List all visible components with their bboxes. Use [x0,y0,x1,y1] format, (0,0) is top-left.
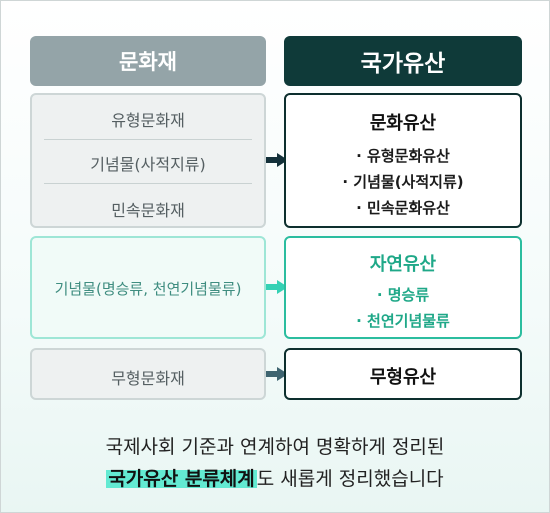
divider [44,139,252,140]
right-item-natural-monument: · 천연기념물류 [356,312,450,330]
right-item-scenic: · 명승류 [376,286,430,304]
header-national-heritage: 국가유산 [284,36,522,86]
caption-highlight: 국가유산 분류체계 [106,468,257,490]
arrow-right-icon [266,367,288,381]
caption-line2-rest: 도 새롭게 정리했습니다 [256,468,444,490]
right-title-natural-heritage: 자연유산 [369,254,437,275]
left-box-group2: 기념물(명승류, 천연기념물류) [30,236,266,339]
header-cultural-property: 문화재 [30,36,266,86]
left-item-monument: 기념물(사적지류) [90,155,206,174]
header-cultural-property-label: 문화재 [119,50,177,74]
left-item-natural-monument: 기념물(명승류, 천연기념물류) [54,280,242,298]
right-box-intangible-heritage: 무형유산 [284,348,522,400]
right-box-cultural-heritage: 문화유산 · 유형문화유산 · 기념물(사적지류) · 민속문화유산 [284,93,522,228]
left-box-group3: 무형문화재 [30,348,266,400]
header-national-heritage-label: 국가유산 [360,51,446,77]
left-item-tangible: 유형문화재 [111,111,185,130]
caption-line1: 국제사회 기준과 연계하여 명확하게 정리된 [105,436,445,458]
right-item-monument: · 기념물(사적지류) [342,173,464,191]
right-item-folk: · 민속문화유산 [356,199,450,217]
arrow-right-icon [266,153,288,167]
right-title-intangible-heritage: 무형유산 [369,367,437,388]
left-box-group1: 유형문화재 기념물(사적지류) 민속문화재 [30,93,266,228]
right-box-natural-heritage: 자연유산 · 명승류 · 천연기념물류 [284,236,522,339]
divider [44,183,252,184]
arrow-right-icon [266,280,288,294]
right-title-cultural-heritage: 문화유산 [369,113,437,134]
left-item-folk: 민속문화재 [111,201,185,220]
right-item-tangible: · 유형문화유산 [356,147,450,165]
left-item-intangible: 무형문화재 [111,369,185,388]
